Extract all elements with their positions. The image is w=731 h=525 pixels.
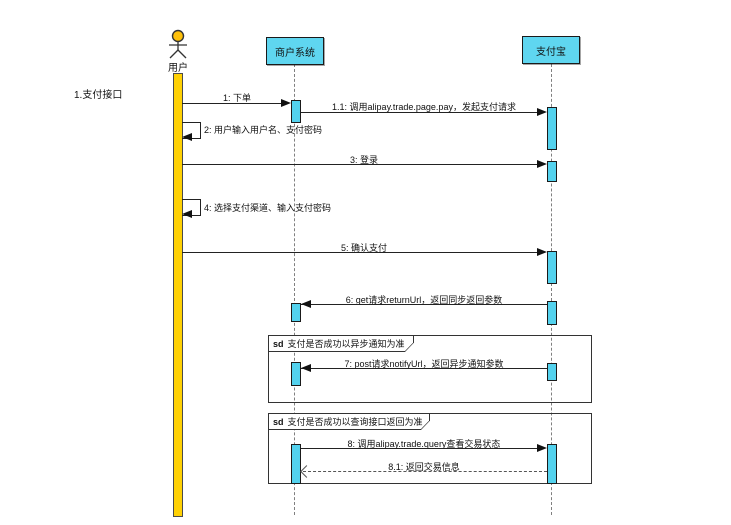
message-label-3: 3: 登录: [349, 155, 379, 165]
arrowhead-left-icon: [182, 133, 192, 141]
message-line-5: [182, 252, 537, 253]
actor-label: 用户: [168, 63, 188, 74]
alipay-activation-bar: [547, 161, 557, 182]
arrowhead-right-icon: [537, 248, 547, 256]
message-line-7: [301, 368, 547, 369]
message-label-5: 5: 确认支付: [340, 243, 388, 253]
message-label-6: 6: get请求returnUrl，返回同步返回参数: [345, 295, 503, 305]
merchant-activation-bar: [291, 100, 301, 123]
message-line-1: [182, 103, 281, 104]
sd-title: 支付是否成功以异步通知为准: [287, 339, 405, 349]
arrowhead-right-icon: [281, 99, 291, 107]
sd-frame-query-result: [268, 413, 592, 484]
arrowhead-left-icon: [301, 364, 311, 372]
alipay-activation-bar: [547, 251, 557, 284]
message-label-4: 4: 选择支付渠道、输入支付密码: [204, 203, 332, 213]
sd-frame-tab-content: sd 支付是否成功以查询接口返回为准: [269, 414, 429, 429]
message-label-7: 7: post请求notifyUrl，返回异步通知参数: [344, 359, 504, 369]
participant-alipay: 支付宝: [522, 36, 580, 64]
arrowhead-right-icon: [537, 444, 547, 452]
message-label-8: 8: 调用alipay.trade.query查看交易状态: [347, 439, 501, 449]
alipay-activation-bar: [547, 363, 557, 381]
merchant-activation-bar: [291, 362, 301, 386]
user-activation-bar: [173, 73, 183, 517]
step-label: 1.支付接口: [74, 90, 123, 101]
sd-keyword: sd: [273, 338, 284, 349]
message-line-8-1: [303, 471, 547, 472]
sd-title: 支付是否成功以查询接口返回为准: [287, 417, 423, 427]
sd-frame-async-notify-tab: sd 支付是否成功以异步通知为准: [268, 335, 414, 352]
alipay-lifeline: [551, 64, 552, 515]
user-actor-icon: [169, 29, 187, 59]
merchant-activation-bar: [291, 303, 301, 322]
alipay-activation-bar: [547, 444, 557, 484]
alipay-activation-bar: [547, 301, 557, 325]
sd-frame-query-result-tab: sd 支付是否成功以查询接口返回为准: [268, 413, 430, 430]
arrowhead-right-icon: [537, 108, 547, 116]
message-line-6: [301, 304, 547, 305]
message-line-8: [301, 448, 537, 449]
arrowhead-left-icon: [301, 300, 311, 308]
sd-frame-async-notify: [268, 335, 592, 403]
sd-keyword: sd: [273, 416, 284, 427]
participant-merchant: 商户系统: [266, 37, 324, 65]
merchant-lifeline: [294, 64, 295, 515]
arrowhead-left-icon: [182, 210, 192, 218]
message-label-1-1: 1.1: 调用alipay.trade.page.pay，发起支付请求: [332, 102, 516, 112]
message-label-1: 1: 下单: [222, 93, 252, 103]
arrowhead-right-icon: [537, 160, 547, 168]
message-label-2: 2: 用户输入用户名、支付密码: [204, 125, 323, 135]
participant-alipay-label: 支付宝: [536, 46, 566, 58]
sd-frame-tab-content: sd 支付是否成功以异步通知为准: [269, 336, 413, 351]
participant-merchant-label: 商户系统: [275, 47, 315, 59]
alipay-activation-bar: [547, 107, 557, 150]
message-label-8-1: 8.1: 返回交易信息: [388, 462, 460, 472]
message-line-3: [182, 164, 537, 165]
message-line-1-1: [301, 112, 537, 113]
merchant-activation-bar: [291, 444, 301, 484]
